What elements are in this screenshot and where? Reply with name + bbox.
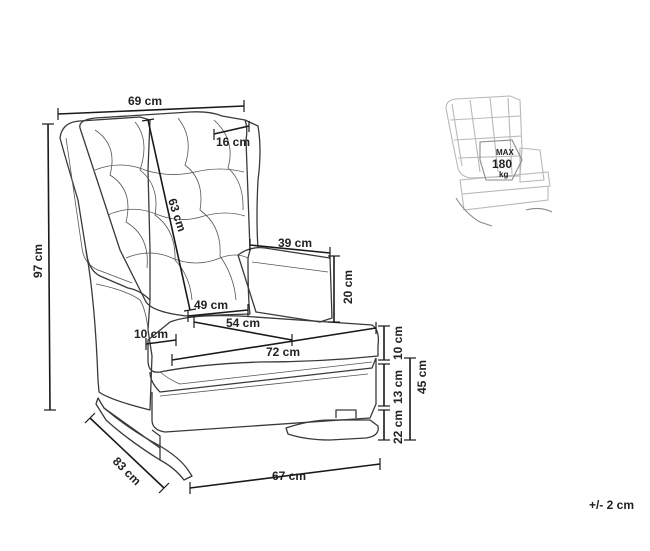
dim-base-height: 13 cm <box>391 370 405 404</box>
max-load-label: MAX <box>496 148 514 157</box>
dim-side-offset: 10 cm <box>134 327 168 341</box>
dim-seat-diagonal: 72 cm <box>266 345 300 359</box>
chair-drawing <box>59 111 380 481</box>
tolerance-note: +/- 2 cm <box>588 498 634 512</box>
dim-total-height: 97 cm <box>31 244 45 278</box>
dim-top-width: 69 cm <box>128 94 162 108</box>
dim-seat-width: 49 cm <box>194 298 228 312</box>
dim-cushion-height: 10 cm <box>391 326 405 360</box>
dimension-lines <box>42 100 416 494</box>
load-capacity-illustration <box>445 95 553 227</box>
dim-rocker-length: 67 cm <box>272 469 306 483</box>
dim-total-depth: 83 cm <box>110 454 144 488</box>
dim-wing-depth: 16 cm <box>216 135 250 149</box>
max-load-value: 180 <box>492 157 512 171</box>
dim-seat-depth: 54 cm <box>226 316 260 330</box>
max-load-unit: kg <box>499 170 508 179</box>
dim-armrest-length: 39 cm <box>278 236 312 250</box>
dim-seat-height: 45 cm <box>415 360 429 394</box>
dim-leg-height: 22 cm <box>391 410 405 444</box>
dim-armrest-height: 20 cm <box>341 270 355 304</box>
